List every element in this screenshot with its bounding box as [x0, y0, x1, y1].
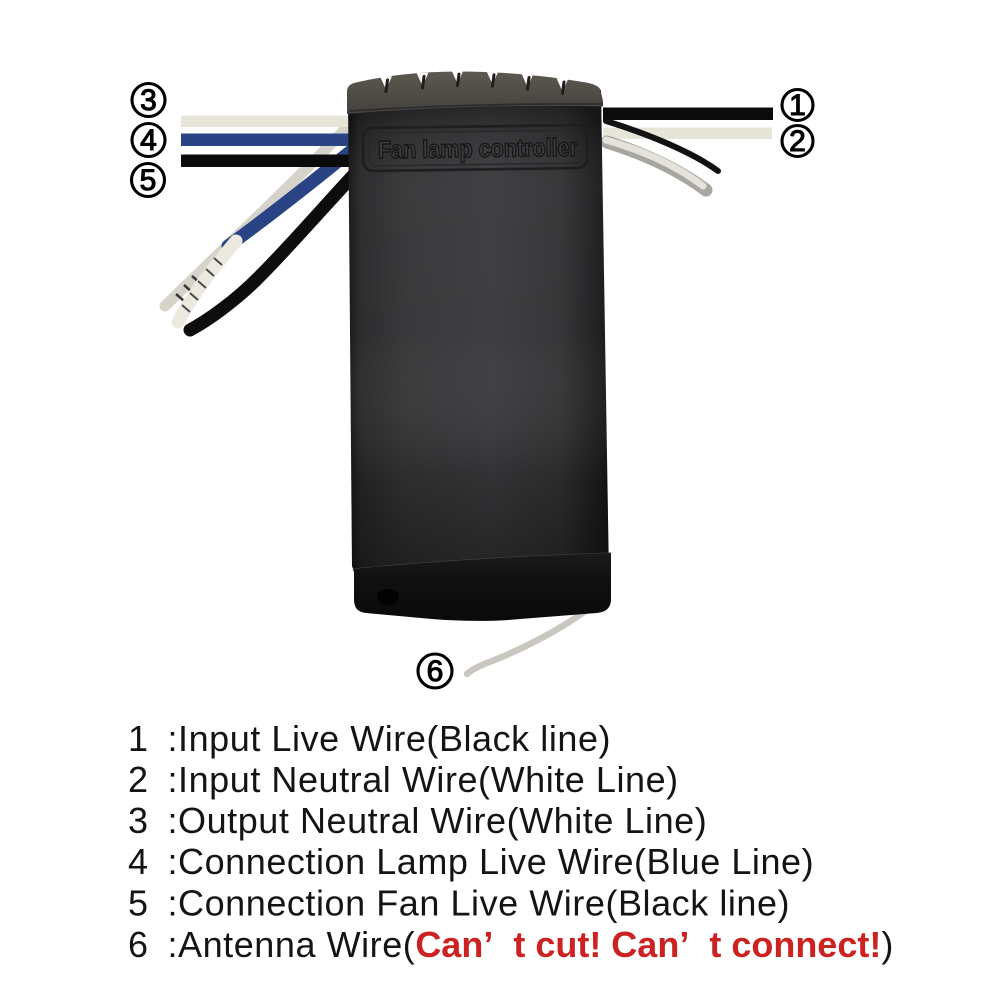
svg-text:3: 3 [140, 84, 157, 117]
svg-text:1: 1 [789, 89, 806, 122]
svg-text:4: 4 [128, 841, 149, 882]
svg-text::Connection Fan Live Wire(Blac: :Connection Fan Live Wire(Black line) [168, 883, 791, 924]
svg-text:4: 4 [140, 124, 157, 157]
svg-text:6: 6 [128, 924, 149, 965]
svg-text::Input Neutral Wire(White Line: :Input Neutral Wire(White Line) [168, 759, 679, 800]
svg-text:6: 6 [427, 655, 444, 688]
svg-text::Antenna Wire(Can’ t cut! Can: :Antenna Wire(Can’ t cut! Can’ t connect… [168, 924, 894, 965]
svg-text:5: 5 [128, 883, 149, 924]
svg-text::Input Live Wire(Black line): :Input Live Wire(Black line) [168, 718, 612, 759]
svg-text:3: 3 [128, 800, 149, 841]
svg-text:1: 1 [128, 718, 149, 759]
svg-text::Connection Lamp Live Wire(Blu: :Connection Lamp Live Wire(Blue Line) [168, 841, 815, 882]
svg-text:5: 5 [140, 164, 157, 197]
svg-text:Fan lamp controller: Fan lamp controller [378, 134, 579, 165]
svg-text:2: 2 [789, 125, 806, 158]
svg-text::Output Neutral Wire(White Lin: :Output Neutral Wire(White Line) [168, 800, 708, 841]
svg-text:2: 2 [128, 759, 149, 800]
